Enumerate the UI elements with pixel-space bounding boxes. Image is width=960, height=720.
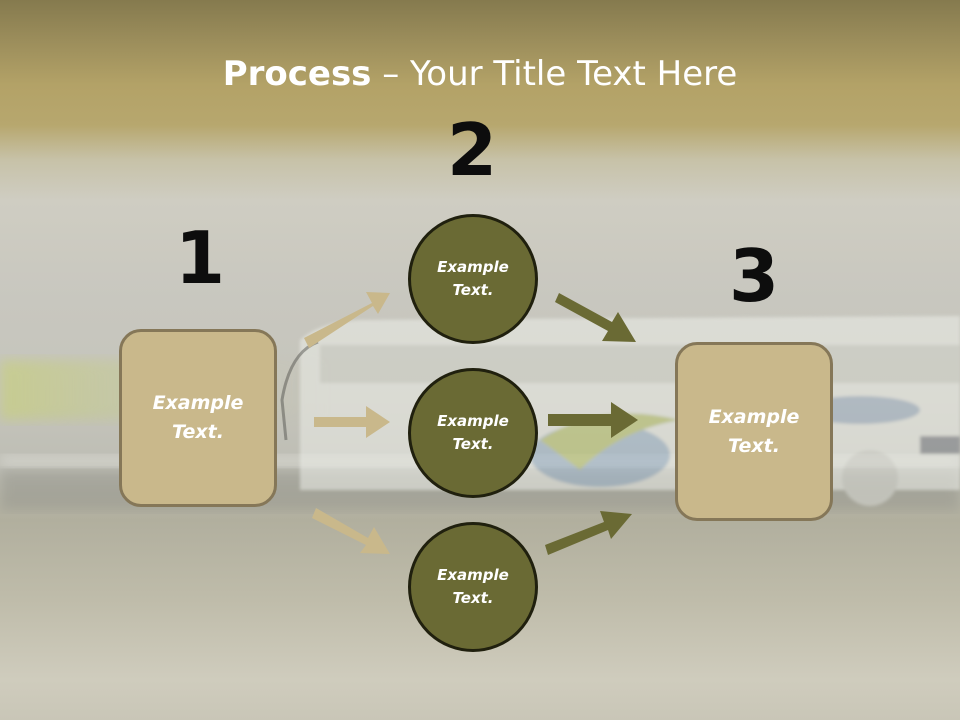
arrow-to-circle-bottom bbox=[312, 508, 390, 554]
arrow-from-circle-bottom bbox=[545, 511, 632, 555]
slide-title: Process – Your Title Text Here bbox=[0, 52, 960, 96]
step-number-2: 2 bbox=[446, 108, 498, 192]
step-number-1: 1 bbox=[174, 216, 226, 300]
arrow-from-circle-top bbox=[555, 293, 636, 342]
title-bold: Process bbox=[222, 54, 372, 94]
arrow-to-circle-top bbox=[304, 292, 390, 348]
arrow-from-circle-middle bbox=[548, 402, 638, 438]
title-rest: – Your Title Text Here bbox=[371, 54, 738, 94]
step-number-3: 3 bbox=[728, 234, 780, 318]
arrow-to-circle-middle bbox=[314, 406, 390, 438]
